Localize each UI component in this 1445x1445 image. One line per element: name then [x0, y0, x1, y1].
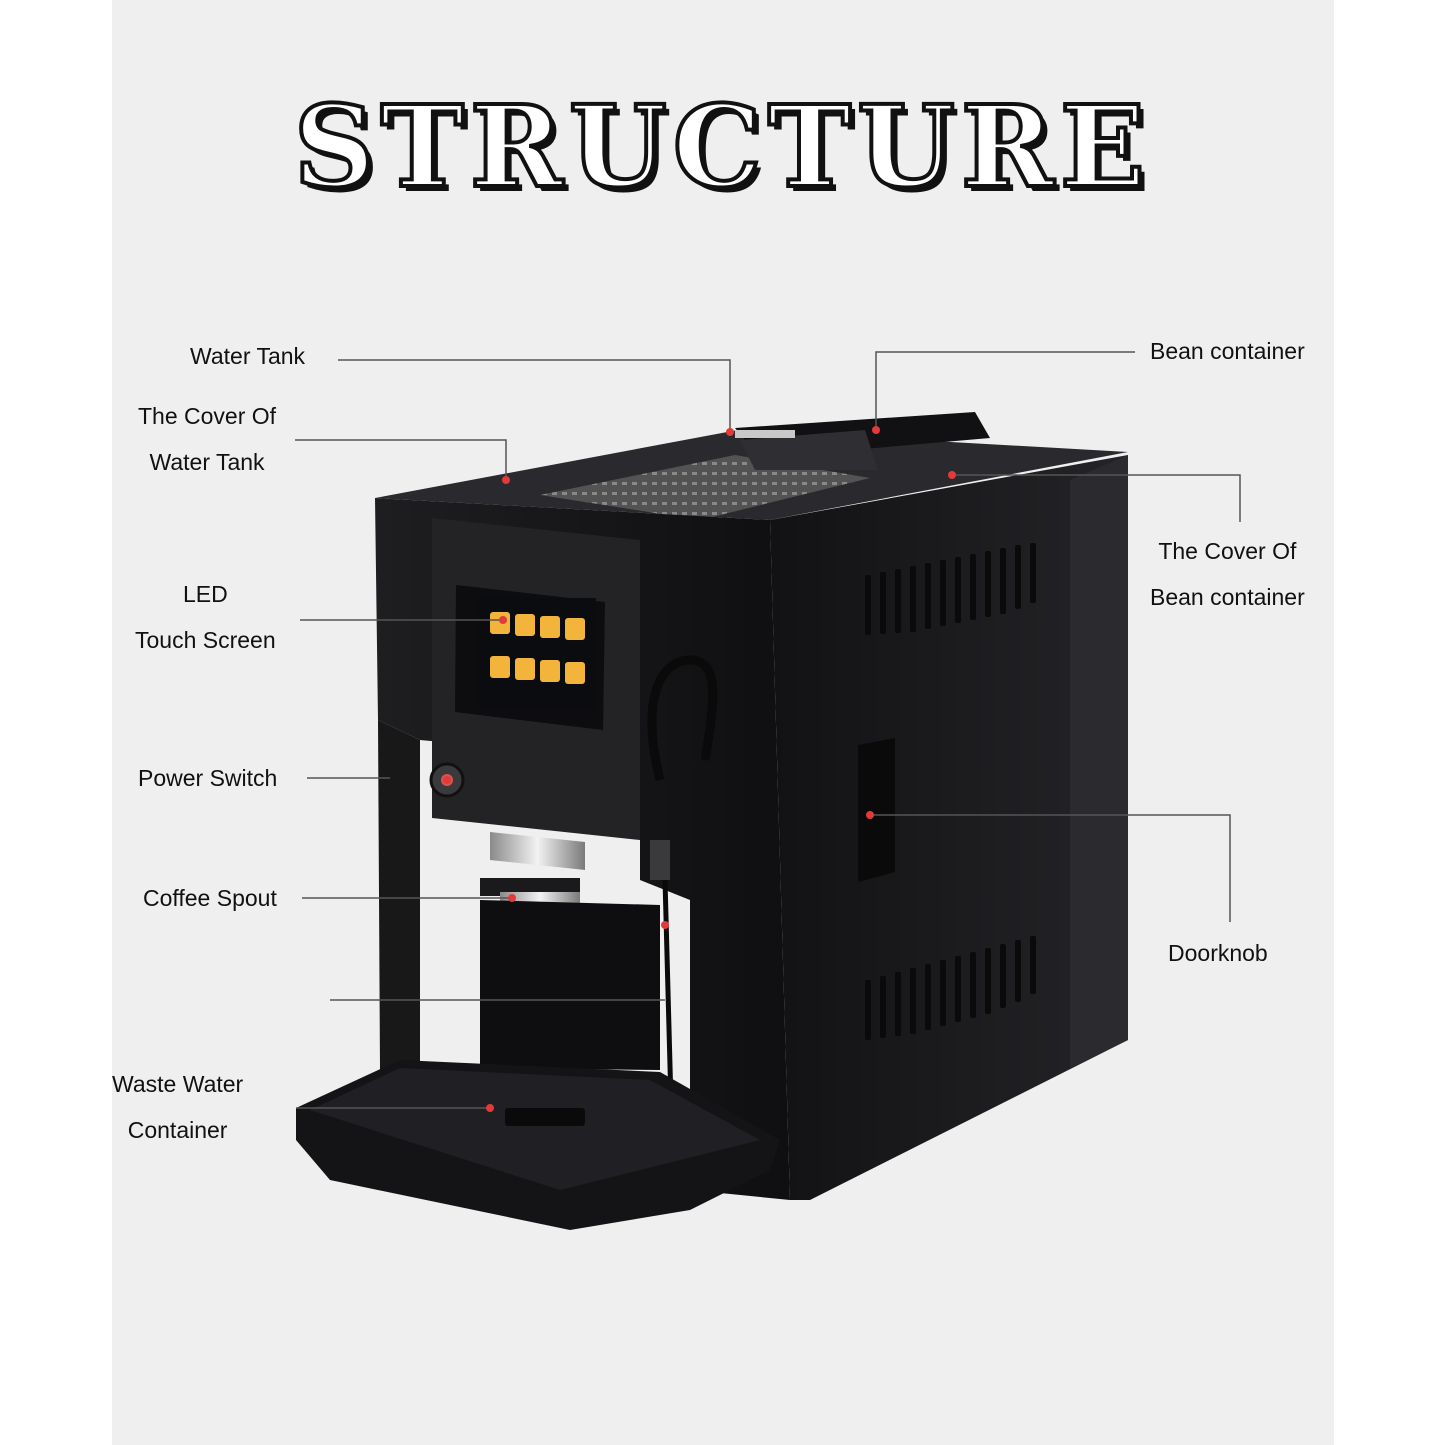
touch-screen-icons — [490, 612, 585, 684]
label-water-tank: Water Tank — [190, 343, 306, 369]
machine-side-panel — [770, 455, 1128, 1200]
drip-tray — [296, 1060, 780, 1230]
label-led-touch-screen: LED Touch Screen — [135, 581, 276, 653]
machine-front — [375, 498, 790, 1200]
machine-top — [375, 412, 1128, 520]
label-coffee-spout: Coffee Spout — [143, 885, 277, 911]
leader-lines — [295, 351, 1241, 1109]
label-cover-water-tank: The Cover Of Water Tank — [138, 403, 277, 475]
label-waste-water-container: Waste Water Container — [112, 1071, 244, 1143]
page-title: STRUCTURE — [292, 80, 1152, 215]
label-power-switch: Power Switch — [138, 765, 278, 791]
marker-dots — [443, 426, 956, 1112]
label-cover-bean-container: The Cover Of Bean container — [1150, 538, 1305, 610]
label-doorknob: Doorknob — [1168, 940, 1268, 966]
label-bean-container: Bean container — [1150, 338, 1305, 364]
